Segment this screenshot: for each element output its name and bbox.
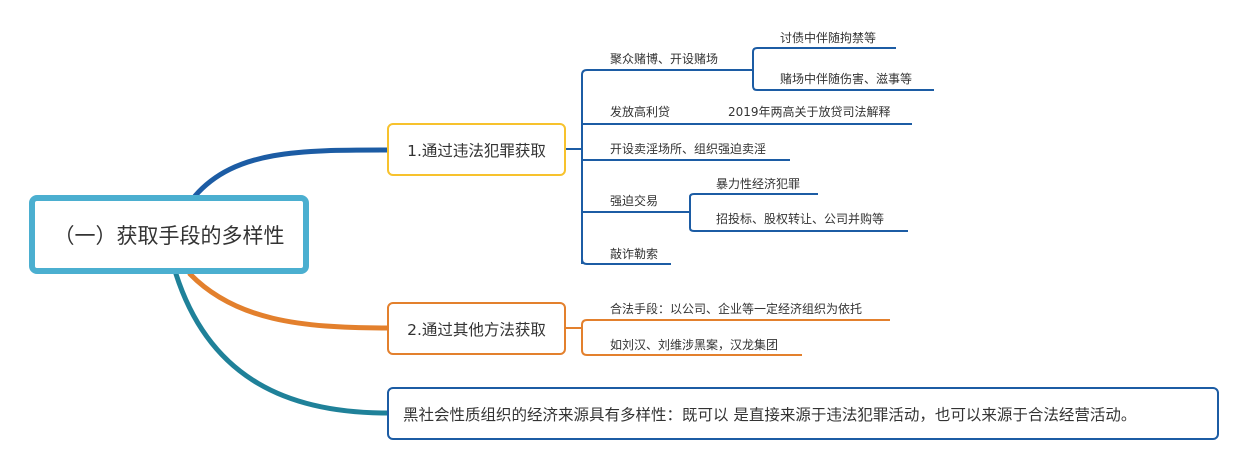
topic-violent-economic-crime[interactable]: 暴力性经济犯罪 [716, 177, 800, 191]
topic-2019-interpretation[interactable]: 2019年两高关于放贷司法解释 [728, 105, 891, 119]
central-topic[interactable]: （一）获取手段的多样性 [29, 195, 309, 274]
topic-usury[interactable]: 发放高利贷 [610, 105, 670, 119]
topic-debt-detention-label: 讨债中伴随拘禁等 [780, 31, 877, 45]
central-topic-label: （一）获取手段的多样性 [53, 223, 285, 248]
topic-legal-means-label: 合法手段：以公司、企业等一定经济组织为依托 [610, 302, 863, 316]
branch-summary-label: 黑社会性质组织的经济来源具有多样性：既可以 是直接来源于违法犯罪活动，也可以来源… [403, 405, 1137, 424]
topic-liu-han-case-label: 如刘汉、刘维涉黑案，汉龙集团 [610, 338, 779, 352]
topic-extortion-label: 敲诈勒索 [610, 247, 659, 261]
topic-violent-economic-crime-label: 暴力性经济犯罪 [716, 177, 801, 191]
root-to-branch3-connector [173, 271, 390, 416]
topic-prostitution-label: 开设卖淫场所、组织强迫卖淫 [610, 142, 767, 156]
branch-illegal-means[interactable]: 1.通过违法犯罪获取 [387, 123, 566, 176]
topic-forced-trading-label: 强迫交易 [610, 194, 659, 208]
topic-liu-han-case[interactable]: 如刘汉、刘维涉黑案，汉龙集团 [610, 338, 778, 352]
branch-summary[interactable]: 黑社会性质组织的经济来源具有多样性：既可以 是直接来源于违法犯罪活动，也可以来源… [387, 387, 1219, 440]
branch2-bracket [566, 319, 890, 356]
topic-debt-detention[interactable]: 讨债中伴随拘禁等 [780, 31, 876, 45]
topic-legal-means[interactable]: 合法手段：以公司、企业等一定经济组织为依托 [610, 302, 862, 316]
root-to-branch2-connector [187, 271, 390, 331]
topic-gambling-label: 聚众赌博、开设赌场 [610, 52, 719, 66]
topic-casino-injury[interactable]: 赌场中伴随伤害、滋事等 [780, 72, 912, 86]
topic-usury-label: 发放高利贷 [610, 105, 671, 119]
topic-gambling[interactable]: 聚众赌博、开设赌场 [610, 52, 718, 66]
branch-other-means[interactable]: 2.通过其他方法获取 [387, 302, 566, 355]
root-to-branch1-connector [192, 147, 390, 199]
topic-bidding-equity-merger-label: 招投标、股权转让、公司并购等 [716, 212, 885, 226]
topic-2019-interpretation-label: 2019年两高关于放贷司法解释 [728, 105, 891, 119]
topic-forced-trading[interactable]: 强迫交易 [610, 194, 658, 208]
topic-casino-injury-label: 赌场中伴随伤害、滋事等 [780, 72, 913, 86]
branch-other-means-label: 2.通过其他方法获取 [407, 320, 546, 339]
topic-bidding-equity-merger[interactable]: 招投标、股权转让、公司并购等 [716, 212, 884, 226]
topic-prostitution[interactable]: 开设卖淫场所、组织强迫卖淫 [610, 142, 766, 156]
topic-extortion[interactable]: 敲诈勒索 [610, 247, 658, 261]
branch1-leaf-underlines [600, 47, 934, 265]
branch1-bracket [566, 69, 600, 265]
branch-illegal-means-label: 1.通过违法犯罪获取 [407, 141, 546, 160]
